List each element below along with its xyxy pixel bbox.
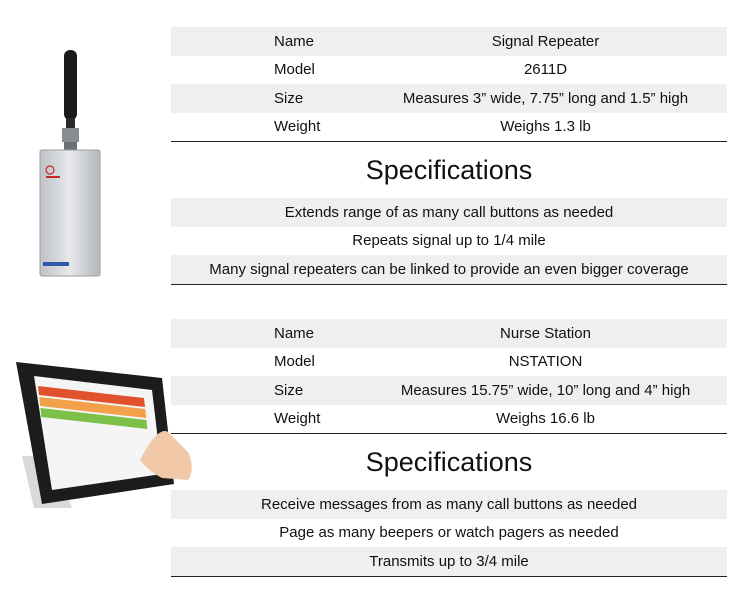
value-model: NSTATION <box>508 353 583 371</box>
table-row: Size Measures 3” wide, 7.75” long and 1.… <box>171 84 727 113</box>
product-section-nurse-station: Name Nurse Station Model NSTATION Size M… <box>0 300 750 593</box>
list-item: Transmits up to 3/4 mile <box>171 547 727 576</box>
screen-row <box>40 408 148 429</box>
list-item: Repeats signal up to 1/4 mile <box>352 232 546 250</box>
value-model: 2611D <box>523 61 568 79</box>
screen-row <box>39 397 147 418</box>
value-size: Measures 15.75” wide, 10” long and 4” hi… <box>400 381 691 399</box>
nurse-station-tablet-image <box>16 362 192 508</box>
list-item: Page as many beepers or watch pagers as … <box>279 524 619 542</box>
divider <box>171 283 727 285</box>
value-name: Nurse Station <box>500 324 591 342</box>
product-section-repeater: Name Signal Repeater Model 2611D Size Me… <box>39 27 727 285</box>
label-name: Name <box>274 32 315 50</box>
value-weight: Weighs 16.6 lb <box>496 410 595 428</box>
table-row: Name Nurse Station <box>171 319 727 348</box>
value-name: Signal Repeater <box>491 32 600 50</box>
table-row: Model 2611D <box>171 56 727 85</box>
list-item: Extends range of as many call buttons as… <box>171 198 727 227</box>
label-size: Size <box>274 381 304 399</box>
list-item: Receive messages from as many call butto… <box>171 490 727 519</box>
specs-table-repeater: Name Signal Repeater Model 2611D Size Me… <box>171 27 727 285</box>
label-model: Model <box>274 61 315 79</box>
repeater-device-image <box>39 50 101 277</box>
label-size: Size <box>274 89 304 107</box>
value-size: Measures 3” wide, 7.75” long and 1.5” hi… <box>402 89 689 107</box>
label-weight: Weight <box>274 410 321 428</box>
table-row: Name Signal Repeater <box>171 27 727 56</box>
table-row: Model NSTATION <box>171 348 727 377</box>
divider <box>171 575 727 577</box>
table-row: Size Measures 15.75” wide, 10” long and … <box>171 376 727 405</box>
specifications-heading: Specifications <box>365 446 533 477</box>
divider <box>171 141 727 142</box>
value-weight: Weighs 1.3 lb <box>500 118 591 136</box>
list-item: Many signal repeaters can be linked to p… <box>171 255 727 284</box>
label-weight: Weight <box>274 118 321 136</box>
divider <box>171 433 727 434</box>
label-name: Name <box>274 324 315 342</box>
label-model: Model <box>274 353 315 371</box>
specifications-heading: Specifications <box>365 154 533 185</box>
table-row: Weight Weighs 1.3 lb <box>171 113 727 142</box>
table-row: Weight Weighs 16.6 lb <box>171 405 727 434</box>
specs-table-nurse-station: Name Nurse Station Model NSTATION Size M… <box>171 319 727 577</box>
screen-row <box>38 386 145 407</box>
